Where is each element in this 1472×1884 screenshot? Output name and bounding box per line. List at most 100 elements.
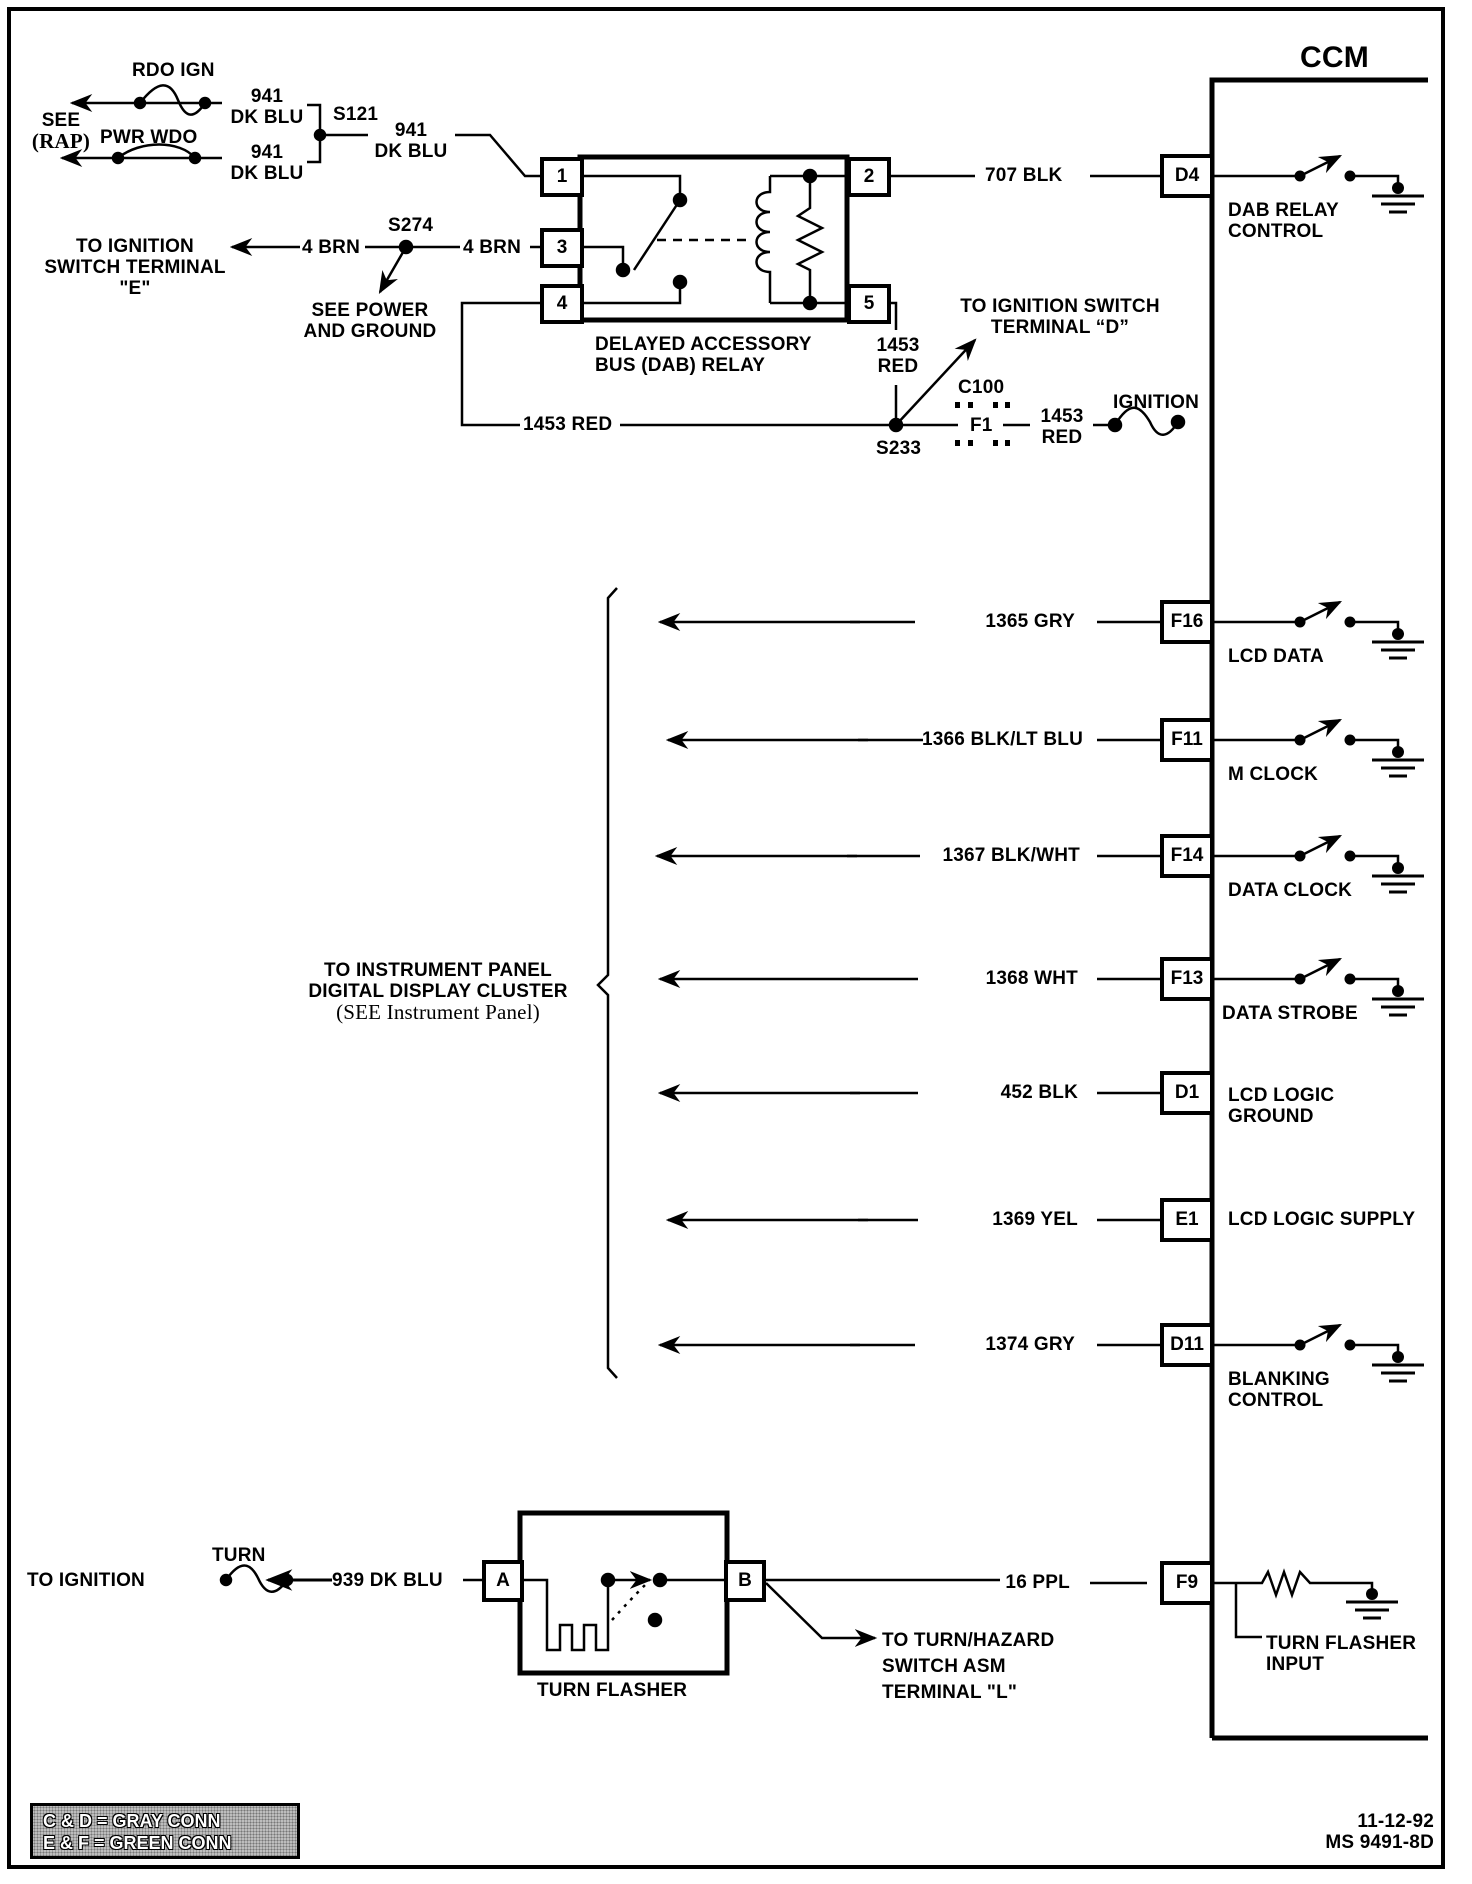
- ground-icon: [1392, 1351, 1404, 1363]
- to-ignition-d-label[interactable]: TO IGNITION SWITCH TERMINAL “D”: [960, 296, 1160, 338]
- relay-pin-2: 2: [847, 157, 891, 197]
- switch-icon: [1299, 154, 1343, 178]
- c100-connector-dots: [955, 402, 1010, 446]
- switch-icon: [1299, 718, 1343, 742]
- ground-icon: [1392, 985, 1404, 997]
- wire-941-bottom: 941 DK BLU: [230, 142, 304, 184]
- relay-pin-5: 5: [847, 284, 891, 324]
- ccm-pin-e1: E1: [1160, 1198, 1214, 1242]
- flasher-pin-b: B: [724, 1560, 766, 1602]
- splice-s233-label: S233: [876, 438, 922, 459]
- pin-function-label: M CLOCK: [1228, 764, 1319, 785]
- pwr-wdo-label: PWR WDO: [100, 127, 198, 148]
- turn-flasher-label: TURN FLASHER: [537, 1680, 688, 1701]
- footer-date: 11-12-92: [1357, 1811, 1434, 1832]
- internal-wire: [1350, 977, 1400, 989]
- wire-label: 452 BLK: [1000, 1082, 1078, 1103]
- ground-icon: [1392, 862, 1404, 874]
- cluster-label[interactable]: TO INSTRUMENT PANEL DIGITAL DISPLAY CLUS…: [290, 960, 586, 1023]
- see-rap-label: SEE (RAP): [26, 110, 96, 152]
- connector-c100-label: C100: [958, 377, 1005, 398]
- ccm-pin-d1: D1: [1160, 1071, 1214, 1115]
- wire-707-blk: 707 BLK: [985, 165, 1063, 186]
- turn-fuse-icon: [224, 1564, 289, 1593]
- pin-function-label: LCD DATA: [1228, 646, 1324, 667]
- legend-line-cd: C & D = GRAY CONN: [43, 1811, 221, 1831]
- switch-icon: [1299, 957, 1343, 981]
- wire-label: 1374 GRY: [985, 1334, 1075, 1355]
- wire-1453-red-ign: 1453 RED: [1040, 406, 1084, 448]
- see-instrument-panel-link[interactable]: (SEE Instrument Panel): [336, 1000, 540, 1024]
- switch-icon: [1299, 834, 1343, 858]
- ccm-pin-f14: F14: [1160, 834, 1214, 878]
- cluster-brace: [596, 587, 618, 1379]
- rdo-ign-label: RDO IGN: [132, 60, 215, 81]
- page-border: [7, 7, 1445, 1869]
- ccm-pin-f11: F11: [1160, 718, 1214, 762]
- footer-code: MS 9491-8D: [1325, 1832, 1434, 1853]
- internal-wire: [1350, 620, 1400, 632]
- wire-label: 1367 BLK/WHT: [942, 845, 1080, 866]
- relay-pin-4: 4: [540, 284, 584, 324]
- relay-coil-icon: [755, 176, 772, 303]
- switch-icon: [1299, 600, 1343, 624]
- internal-wire: [1350, 174, 1400, 186]
- internal-wire: [1350, 854, 1400, 866]
- ground-icon: [1392, 182, 1404, 194]
- pin-function-label: DATA STROBE: [1222, 1003, 1358, 1024]
- ground-icon: [1366, 1588, 1378, 1600]
- to-ignition-e-label[interactable]: TO IGNITION SWITCH TERMINAL "E": [44, 236, 226, 299]
- wire-label: 1365 GRY: [985, 611, 1075, 632]
- ccm-pin-f13: F13: [1160, 957, 1214, 1001]
- internal-wire: [1350, 738, 1400, 750]
- wire-1453-red-bottom: 1453 RED: [523, 414, 613, 435]
- wire-label: 1369 YEL: [992, 1209, 1078, 1230]
- wire-4-brn-left: 4 BRN: [302, 237, 361, 258]
- ignition-fuse-label: IGNITION: [1113, 392, 1200, 413]
- pin-function-label: DATA CLOCK: [1228, 880, 1353, 901]
- connector-f1-label: F1: [970, 415, 993, 436]
- turn-to-ignition-label[interactable]: TO IGNITION: [27, 1570, 145, 1591]
- wire-1453-red-vertical: 1453 RED: [876, 335, 920, 377]
- relay-pin-1: 1: [540, 157, 584, 197]
- turn-fuse-label: TURN: [212, 1545, 266, 1566]
- to-turn-hazard-label[interactable]: TO TURN/HAZARD SWITCH ASM TERMINAL "L": [882, 1630, 1055, 1703]
- relay-pin-3: 3: [540, 228, 584, 268]
- pin-function-label: LCD LOGIC SUPPLY: [1228, 1209, 1416, 1230]
- ccm-pin-d4: D4: [1160, 154, 1214, 198]
- switch-icon: [1299, 1323, 1343, 1347]
- wire-939-dk-blu: 939 DK BLU: [332, 1570, 443, 1591]
- see-power-ground-link[interactable]: SEE POWER AND GROUND: [303, 300, 437, 342]
- rdo-ign-fuse-icon: [139, 84, 207, 116]
- rap-link[interactable]: (RAP): [31, 129, 91, 153]
- dab-relay-label: DELAYED ACCESSORY BUS (DAB) RELAY: [595, 334, 812, 376]
- ccm-title: CCM: [1300, 41, 1369, 74]
- ccm-pin-d11: D11: [1160, 1323, 1214, 1367]
- see-label: SEE: [41, 110, 81, 131]
- wire-941-top: 941 DK BLU: [230, 86, 304, 128]
- internal-wire: [1350, 1343, 1400, 1355]
- footer: 11-12-92 MS 9491-8D: [1300, 1811, 1434, 1853]
- ccm-module-box: [1209, 77, 1428, 1738]
- ccm-pin-f9: F9: [1160, 1561, 1214, 1605]
- ccm-pin-graphics: [654, 154, 1424, 1620]
- pwr-wdo-fuse-icon: [117, 143, 196, 159]
- ignition-fuse-icon: [1113, 406, 1180, 436]
- splice-s274-label: S274: [388, 215, 434, 236]
- connector-legend: C & D = GRAY CONN E & F = GREEN CONN: [30, 1803, 300, 1859]
- relay-resistor-icon: [795, 176, 825, 303]
- ccm-pin-f16: F16: [1160, 600, 1214, 644]
- wire-label: 1368 WHT: [985, 968, 1078, 989]
- ground-icon: [1392, 746, 1404, 758]
- wire-label: 1366 BLK/LT BLU: [921, 729, 1083, 750]
- wire-label: 16 PPL: [1005, 1572, 1070, 1593]
- wire-4-brn-right: 4 BRN: [463, 237, 522, 258]
- flasher-pin-a: A: [482, 1560, 524, 1602]
- splice-s121-label: S121: [333, 104, 379, 125]
- wire-941-out: 941 DK BLU: [374, 120, 448, 162]
- ground-icon: [1392, 628, 1404, 640]
